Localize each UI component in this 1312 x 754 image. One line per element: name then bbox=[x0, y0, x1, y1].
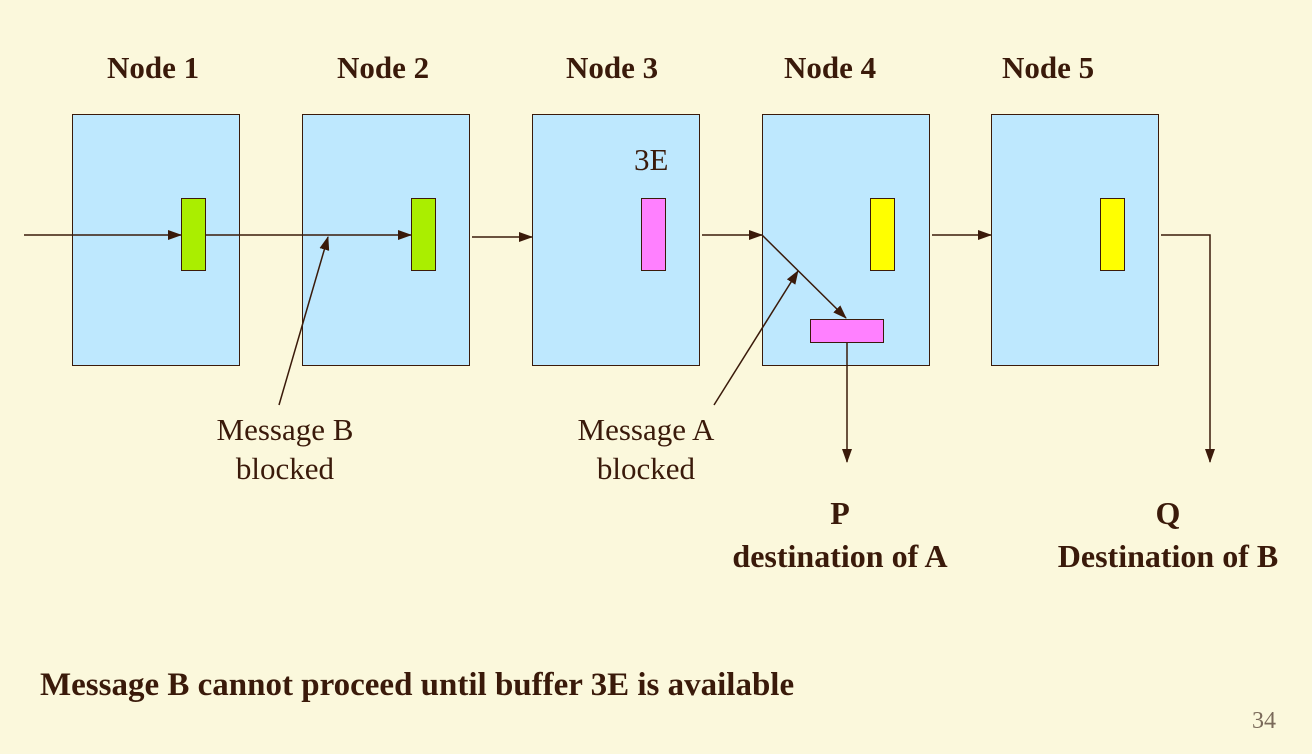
node-1-label: Node 1 bbox=[107, 50, 200, 85]
destination-q-letter: Q bbox=[1155, 495, 1181, 531]
node-1-box bbox=[72, 114, 240, 366]
message-b-line2: blocked bbox=[235, 451, 335, 486]
node-5-buffer bbox=[1100, 198, 1125, 271]
node-4-output-buffer bbox=[810, 319, 884, 343]
node-5-label: Node 5 bbox=[1002, 50, 1095, 85]
destination-p-text: destination of A bbox=[732, 538, 948, 574]
node-3-buffer-3e bbox=[641, 198, 666, 271]
node-4-buffer bbox=[870, 198, 895, 271]
node-5-box bbox=[991, 114, 1159, 366]
node-3-box bbox=[532, 114, 700, 366]
message-a-line1: Message A bbox=[577, 412, 715, 447]
destination-p: P destination of A bbox=[700, 492, 980, 578]
node-2-label: Node 2 bbox=[337, 50, 430, 85]
message-a-line2: blocked bbox=[596, 451, 696, 486]
message-a-pointer bbox=[713, 270, 799, 406]
message-b-annotation: Message B blocked bbox=[205, 410, 365, 488]
message-b-line1: Message B bbox=[216, 412, 354, 447]
destination-p-letter: P bbox=[830, 495, 850, 531]
node-3-label: Node 3 bbox=[566, 50, 659, 85]
slide-caption: Message B cannot proceed until buffer 3E… bbox=[40, 667, 795, 703]
node-4-label: Node 4 bbox=[784, 50, 877, 85]
slide-number: 34 bbox=[1252, 708, 1276, 734]
to-destination-q-arrow bbox=[1161, 234, 1215, 463]
destination-q-text: Destination of B bbox=[1057, 538, 1279, 574]
destination-q: Q Destination of B bbox=[1028, 492, 1308, 578]
buffer-3e-label: 3E bbox=[634, 142, 669, 177]
node4-diagonal-arrow bbox=[761, 234, 847, 319]
message-a-annotation: Message A blocked bbox=[566, 410, 726, 488]
node-2-box bbox=[302, 114, 470, 366]
message-b-pointer bbox=[278, 236, 330, 406]
